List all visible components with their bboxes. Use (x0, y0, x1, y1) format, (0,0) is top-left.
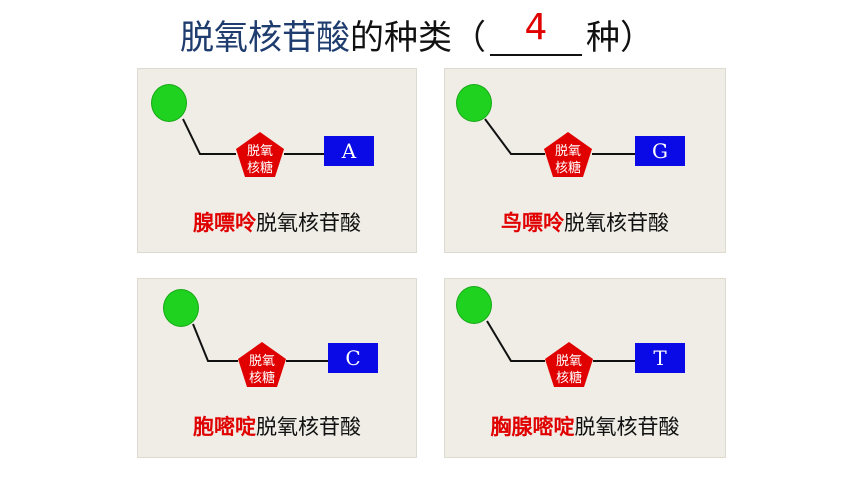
base-box: G (635, 136, 685, 166)
sugar-label-line2: 核糖 (246, 161, 273, 176)
caption-rest: 脱氧核苷酸 (256, 415, 361, 439)
answer-blank: 4 (490, 8, 582, 56)
nucleotide-diagram-cytosine (192, 323, 328, 387)
nucleotide-card-guanine: 脱氧 核糖 G 鸟嘌呤脱氧核苷酸 (444, 68, 726, 253)
phosphate-group (456, 286, 492, 324)
nucleotide-diagram-guanine (484, 118, 635, 177)
bond-lines (182, 118, 236, 155)
sugar-label-line1: 脱氧 (248, 354, 275, 369)
deoxyribose-pentagon (544, 132, 592, 177)
base-name: 鸟嘌呤 (501, 211, 564, 235)
phosphate-group (456, 84, 492, 122)
nucleotide-card-thymine: 脱氧 核糖 T 胸腺嘧啶脱氧核苷酸 (444, 278, 726, 458)
sugar-label: 脱氧 核糖 (238, 143, 282, 177)
base-box: A (324, 136, 374, 166)
phosphate-group (163, 289, 199, 327)
base-box: C (328, 343, 378, 373)
nucleotide-caption: 胸腺嘧啶脱氧核苷酸 (445, 413, 725, 441)
title-rest: 的种类（ (350, 18, 486, 58)
base-name: 腺嘌呤 (193, 211, 256, 235)
nucleotide-diagram-adenine (182, 118, 324, 177)
bond-lines (484, 118, 545, 155)
base-box: T (635, 343, 685, 373)
sugar-label: 脱氧 核糖 (546, 143, 590, 177)
caption-rest: 脱氧核苷酸 (256, 211, 361, 235)
sugar-label: 脱氧 核糖 (240, 353, 284, 387)
sugar-label-line1: 脱氧 (246, 144, 273, 159)
bond-lines (192, 323, 238, 362)
sugar-label-line1: 脱氧 (554, 144, 581, 159)
base-name: 胸腺嘧啶 (490, 415, 575, 439)
sugar-label: 脱氧 核糖 (547, 353, 591, 387)
deoxyribose-pentagon (236, 132, 284, 177)
sugar-label-line2: 核糖 (554, 161, 581, 176)
title-after: 种 (586, 18, 620, 58)
title-close: ） (620, 18, 654, 58)
nucleotide-card-adenine: 脱氧 核糖 A 腺嘌呤脱氧核苷酸 (137, 68, 417, 253)
sugar-label-line2: 核糖 (555, 371, 582, 386)
answer-value: 4 (524, 7, 548, 48)
nucleotide-card-cytosine: 脱氧 核糖 C 胞嘧啶脱氧核苷酸 (137, 278, 417, 458)
phosphate-group (151, 84, 187, 122)
sugar-label-line1: 脱氧 (555, 354, 582, 369)
nucleotide-caption: 腺嘌呤脱氧核苷酸 (138, 209, 416, 237)
deoxyribose-pentagon (545, 342, 593, 387)
deoxyribose-pentagon (238, 342, 286, 387)
base-name: 胞嘧啶 (193, 415, 256, 439)
sugar-label-line2: 核糖 (248, 371, 275, 386)
caption-rest: 脱氧核苷酸 (574, 415, 680, 439)
caption-rest: 脱氧核苷酸 (564, 211, 669, 235)
nucleotide-diagram-thymine (486, 320, 635, 387)
nucleotide-caption: 鸟嘌呤脱氧核苷酸 (445, 209, 725, 237)
title-main: 脱氧核苷酸 (180, 18, 350, 58)
bond-lines (486, 320, 545, 362)
nucleotide-caption: 胞嘧啶脱氧核苷酸 (138, 413, 416, 441)
